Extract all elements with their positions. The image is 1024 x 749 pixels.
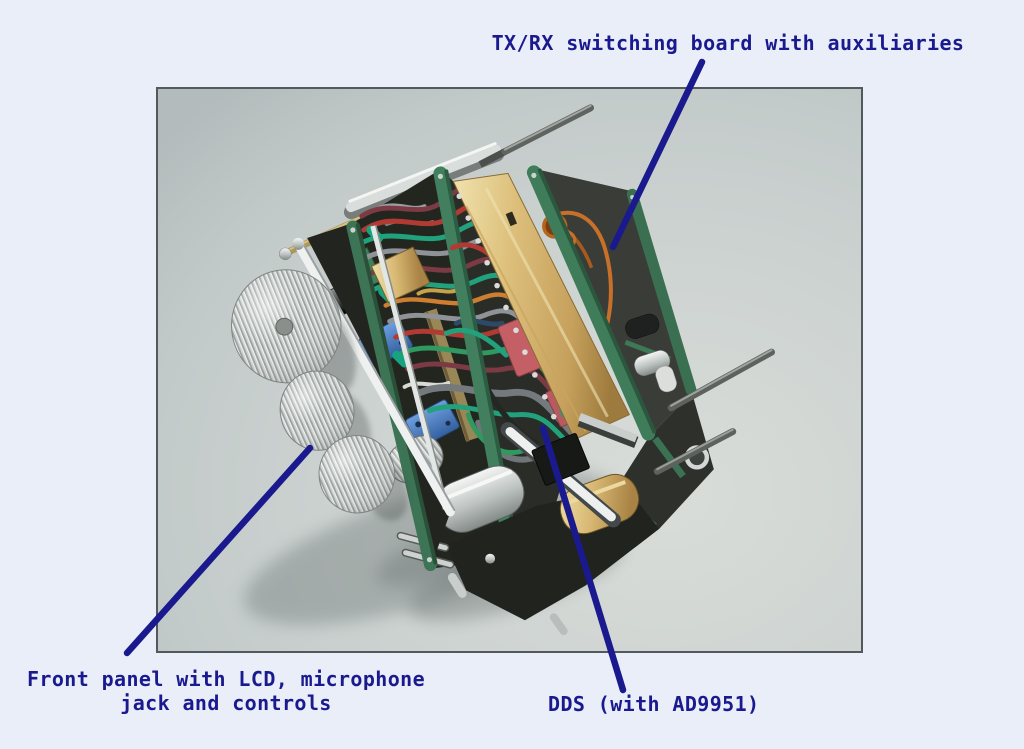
knob-hole (275, 317, 294, 336)
front-panel-label: Front panel with LCD, microphone jack an… (24, 667, 428, 715)
chrome-pot-body (435, 465, 525, 533)
front-panel-knobs (231, 269, 409, 521)
transceiver-photo (158, 89, 861, 651)
threaded-rods (478, 104, 775, 475)
front-panel-label-line2: jack and controls (120, 691, 332, 715)
brass-shield-plate (452, 172, 630, 441)
pcb-rail-3 (526, 165, 657, 441)
photo-frame (156, 87, 863, 653)
txrx-label: TX/RX switching board with auxiliaries (491, 31, 965, 55)
knob-small (318, 435, 396, 514)
pcb-rail-1 (346, 220, 438, 572)
knob-large (231, 269, 342, 384)
brass-shield-small (370, 246, 431, 303)
front-panel-label-line1: Front panel with LCD, microphone (26, 667, 426, 691)
knob-medium (279, 370, 355, 451)
dds-label: DDS (with AD9951) (548, 692, 760, 716)
solder-pins (456, 193, 557, 420)
black-capacitor (625, 313, 660, 339)
